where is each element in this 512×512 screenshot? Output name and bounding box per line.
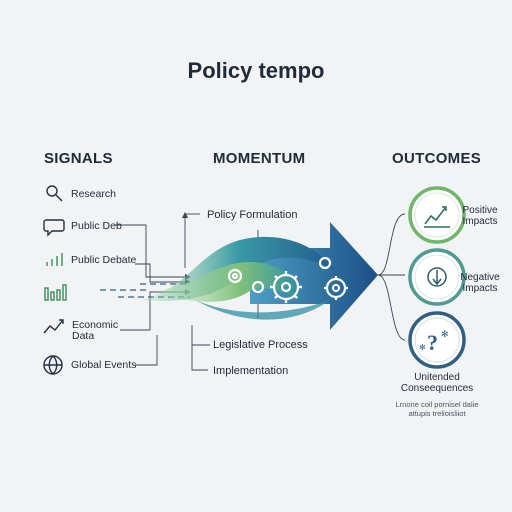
outcome-unintended-label: Unitended Conseequences	[400, 372, 474, 394]
gear-teeth	[270, 271, 348, 303]
svg-text:✻: ✻	[441, 330, 449, 340]
stage-policy-formulation: Policy Formulation	[207, 209, 298, 221]
signal-label-research: Research	[71, 188, 116, 200]
connector-public-debate	[135, 263, 185, 283]
wave-green	[150, 262, 300, 302]
magnifier-icon	[46, 185, 63, 202]
page-title: Policy tempo	[187, 58, 325, 83]
signal-label-global-events: Global Events	[71, 359, 137, 371]
decline-icon	[427, 267, 447, 287]
line-chart-icon	[43, 319, 64, 334]
stage-legislative-process: Legislative Process	[213, 339, 308, 351]
svg-text:✻: ✻	[419, 343, 426, 352]
outcome-positive-label: Positive Impacts	[462, 205, 498, 227]
signals-heading: SIGNALS	[44, 150, 113, 167]
connector-global	[135, 335, 158, 366]
question-icon: ? ✻ ✻	[419, 330, 449, 355]
momentum-heading: MOMENTUM	[213, 150, 306, 167]
outcome-connectors	[377, 213, 406, 341]
globe-icon	[43, 355, 63, 375]
bar-chart-icon	[44, 284, 67, 301]
signal-label-public-debate: Public Debate	[71, 254, 137, 266]
connector-public-deb	[115, 224, 185, 278]
bar-chart-icon	[46, 253, 63, 266]
growth-icon	[424, 206, 450, 228]
svg-text:?: ?	[427, 330, 438, 355]
speech-bubble-icon	[43, 219, 65, 237]
outcomes-heading: OUTCOMES	[392, 150, 482, 167]
stage-implementation: Implementation	[213, 365, 289, 377]
outcome-note: Lrnone coil pornisel dalie attupis treli…	[395, 400, 479, 418]
outcome-negative-label: Negative Impacts	[460, 272, 500, 294]
signal-label-economic-data: Economic Data	[72, 319, 119, 342]
signal-label-public-deb: Public Deb	[71, 220, 122, 232]
